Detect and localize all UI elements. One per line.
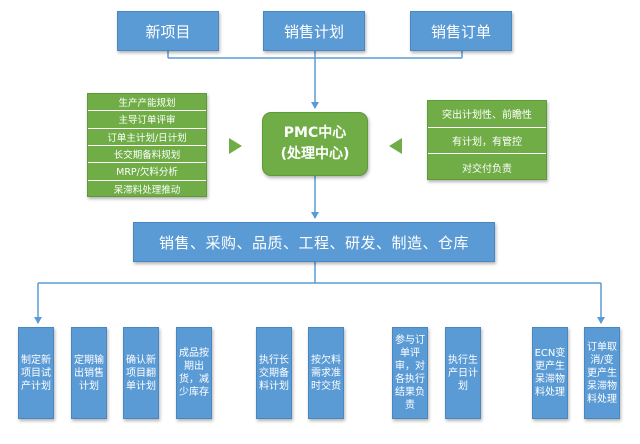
function-item: 主导订单评审 [88, 111, 206, 129]
function-item: 长交期备料规划 [88, 146, 206, 164]
task-box: 成品按期出货，减少库存 [176, 327, 212, 419]
principle-item: 对交付负责 [462, 163, 512, 175]
function-item: 订单主计划/日计划 [88, 129, 206, 146]
task-box: 订单取消/变更产生呆滞物料处理 [584, 327, 620, 419]
task-box: 确认新项目翻单计划 [123, 327, 159, 419]
pmc-center-box: PMC中心 (处理中心) [262, 112, 368, 176]
function-item: 生产产能规划 [88, 94, 206, 112]
task-box: 定期输出销售计划 [71, 327, 107, 419]
pmc-principles-list: 突出计划性、前瞻性 有计划，有管控 对交付负责 [427, 100, 547, 180]
pmc-functions-list: 生产产能规划 主导订单评审 订单主计划/日计划 长交期备料规划 MRP/欠料分析… [87, 93, 207, 197]
sales-order-box: 销售订单 [410, 11, 512, 51]
function-item: MRP/欠料分析 [88, 163, 206, 181]
task-box: 制定新项目试产计划 [18, 327, 54, 419]
principle-item: 突出计划性、前瞻性 [428, 101, 546, 128]
task-box: 参与订单评审，对各执行结果负责 [392, 327, 428, 419]
pmc-center-title: PMC中心 [283, 125, 347, 141]
task-box: 按欠料需求准时交货 [308, 327, 344, 419]
principle-item: 有计划，有管控 [428, 128, 546, 155]
arrow-left-icon [389, 138, 402, 154]
new-project-box: 新项目 [117, 11, 219, 51]
task-box: ECN变更产生呆滞物料处理 [532, 327, 568, 419]
departments-bar: 销售、采购、品质、工程、研发、制造、仓库 [133, 222, 495, 262]
sales-plan-box: 销售计划 [263, 11, 365, 51]
task-box: 执行长交期备料计划 [256, 327, 292, 419]
function-item: 呆滞料处理推动 [113, 185, 181, 197]
task-box: 执行生产日计划 [445, 327, 481, 419]
pmc-center-subtitle: (处理中心) [280, 146, 350, 162]
arrow-right-icon [229, 138, 242, 154]
